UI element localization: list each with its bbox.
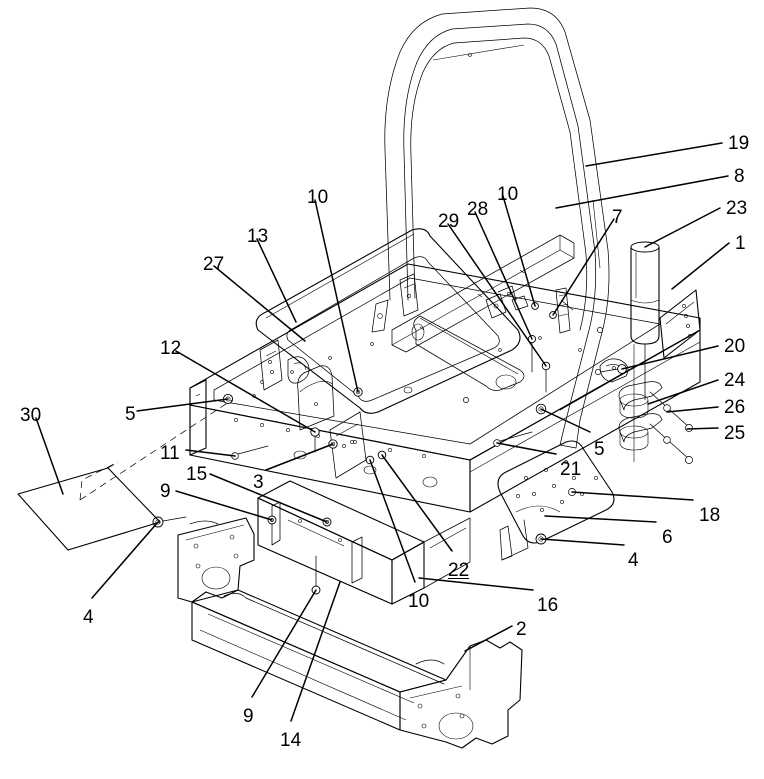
leader-line-4 — [91, 521, 159, 599]
callout-c24: 24 — [724, 370, 746, 391]
callout-c13: 13 — [247, 226, 269, 247]
callout-c30: 30 — [20, 405, 42, 426]
callout-c8: 8 — [734, 166, 745, 187]
leader-line-4 — [540, 538, 625, 546]
callout-c19: 19 — [728, 133, 750, 154]
leader-line-22 — [381, 454, 453, 552]
callout-c11: 11 — [160, 443, 180, 464]
callout-c25: 25 — [724, 423, 746, 444]
clamp-group — [618, 344, 693, 464]
leader-line-24 — [647, 379, 719, 405]
decal-plate-item30 — [17, 399, 233, 551]
leader-line-8 — [555, 175, 729, 209]
leader-line-26 — [666, 406, 719, 413]
callout-c23: 23 — [726, 198, 748, 219]
leader-line-9 — [251, 589, 317, 698]
leader-line-25 — [686, 427, 719, 430]
leader-line-9 — [175, 490, 273, 521]
leader-line-2 — [464, 625, 513, 652]
leader-line-23 — [644, 207, 721, 248]
callout-c14: 14 — [280, 730, 302, 751]
leader-line-20 — [621, 345, 719, 370]
callout-c15: 15 — [186, 464, 208, 485]
callout-c4a: 4 — [83, 607, 94, 628]
callout-c5b: 5 — [594, 439, 605, 460]
callout-c26: 26 — [724, 397, 746, 418]
main-frame-assembly — [189, 263, 701, 513]
callout-c2: 2 — [516, 619, 527, 640]
step-plate-item6 — [497, 440, 615, 561]
callout-c9b: 9 — [243, 706, 254, 727]
callout-c12: 12 — [160, 338, 182, 359]
callout-c22: 22 — [448, 560, 470, 581]
leader-line-16 — [418, 577, 534, 591]
leader-line-5 — [136, 398, 229, 412]
leader-line-6 — [544, 515, 657, 523]
callout-c9a: 9 — [160, 481, 171, 502]
leader-line-29 — [447, 223, 547, 367]
callout-c29: 29 — [438, 211, 460, 232]
rear-axle-housing — [177, 517, 523, 749]
callout-c10a: 10 — [497, 184, 519, 205]
leader-line-19 — [585, 142, 723, 167]
leader-line-5 — [540, 408, 591, 433]
callout-c5a: 5 — [125, 404, 136, 425]
leader-line-14 — [290, 581, 341, 722]
upper-cross-rail — [391, 234, 575, 353]
leader-line-11 — [185, 449, 236, 457]
leader-line-12 — [175, 350, 316, 433]
leader-line-21 — [496, 442, 557, 455]
callout-c10b: 10 — [307, 187, 329, 208]
callout-c28: 28 — [467, 199, 489, 220]
rops-roll-bar — [371, 7, 610, 449]
lower-housing-box — [257, 480, 471, 605]
callout-c18: 18 — [699, 505, 721, 526]
callout-c1: 1 — [735, 233, 746, 254]
leader-line-10 — [314, 199, 359, 393]
callout-c4b: 4 — [628, 550, 639, 571]
callout-c3: 3 — [253, 472, 264, 493]
leader-lines — [35, 142, 730, 722]
callout-c27: 27 — [203, 254, 225, 275]
leader-line-18 — [571, 491, 694, 501]
leader-line-10 — [502, 195, 536, 307]
leader-line-10 — [369, 459, 416, 583]
callout-c10c: 10 — [408, 591, 430, 612]
leader-line-1 — [671, 242, 730, 290]
callout-c7: 7 — [612, 207, 623, 228]
leader-line-30 — [35, 417, 64, 495]
leader-line-27 — [213, 265, 306, 342]
leader-line-15 — [209, 473, 328, 523]
callout-c6: 6 — [662, 527, 673, 548]
callout-c16: 16 — [537, 595, 559, 616]
callout-c21: 21 — [560, 459, 582, 480]
leader-line-7 — [552, 218, 615, 316]
leader-line-28 — [474, 211, 533, 340]
callout-c20: 20 — [724, 336, 746, 357]
leader-line-13 — [256, 238, 297, 323]
leader-line-3 — [265, 443, 334, 471]
